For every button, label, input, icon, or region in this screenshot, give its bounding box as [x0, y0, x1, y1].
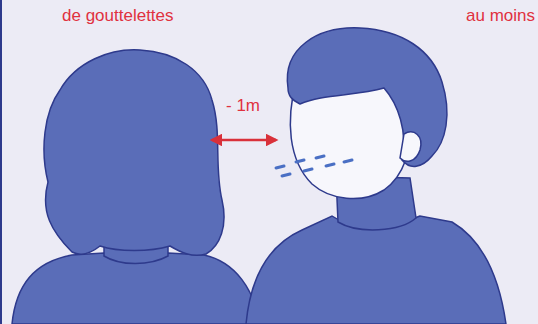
panel-border	[0, 0, 2, 324]
person-front	[246, 28, 506, 324]
hair	[287, 28, 447, 167]
annotation-label: de gouttelettes	[62, 6, 174, 26]
annotation-label: - 1m	[226, 96, 260, 116]
droplet	[344, 160, 352, 162]
ear	[400, 132, 421, 161]
droplet	[326, 164, 334, 166]
torso	[246, 216, 506, 324]
droplet	[304, 169, 312, 171]
droplet	[282, 174, 290, 176]
person-back	[12, 50, 260, 324]
droplet	[316, 156, 324, 158]
droplet	[296, 160, 304, 162]
hair	[44, 50, 224, 255]
droplets	[276, 156, 352, 176]
droplet	[276, 166, 284, 168]
annotation-label: au moins	[466, 6, 535, 26]
distance-arrow	[212, 139, 276, 142]
